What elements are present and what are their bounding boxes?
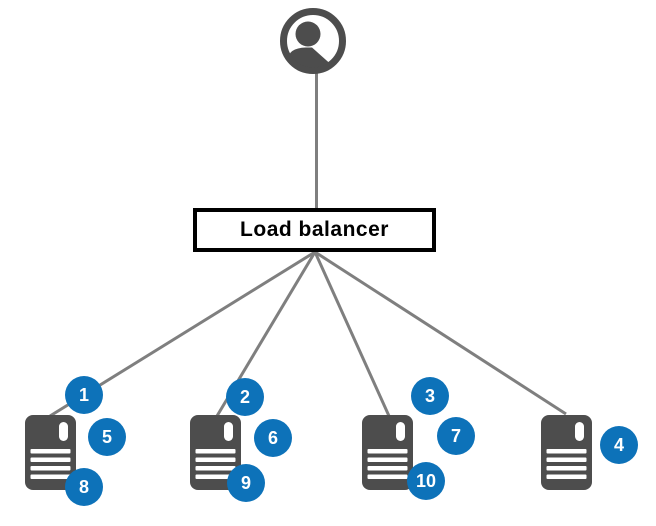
request-badge: 5 [88,418,126,456]
user-node [279,7,347,75]
server-node-4 [541,415,592,490]
server-node-1 [25,415,76,490]
user-icon [280,8,346,74]
request-badge: 6 [254,419,292,457]
request-badge: 9 [227,464,265,502]
server-node-2 [190,415,241,490]
load-balancer-label: Load balancer [240,218,389,241]
connector-lb-to-server-4 [314,250,567,416]
server-icon [25,415,76,490]
load-balancer-box: Load balancer [193,208,436,252]
server-icon [541,415,592,490]
request-badge: 2 [226,378,264,416]
connector-lb-to-server-3 [313,251,391,417]
request-badge: 7 [437,417,475,455]
request-badge: 4 [600,426,638,464]
request-badge: 8 [65,468,103,506]
request-badge: 3 [411,377,449,415]
request-badge: 10 [407,462,445,500]
request-badge: 1 [65,376,103,414]
server-node-3 [362,415,413,490]
server-icon [190,415,241,490]
server-icon [362,415,413,490]
